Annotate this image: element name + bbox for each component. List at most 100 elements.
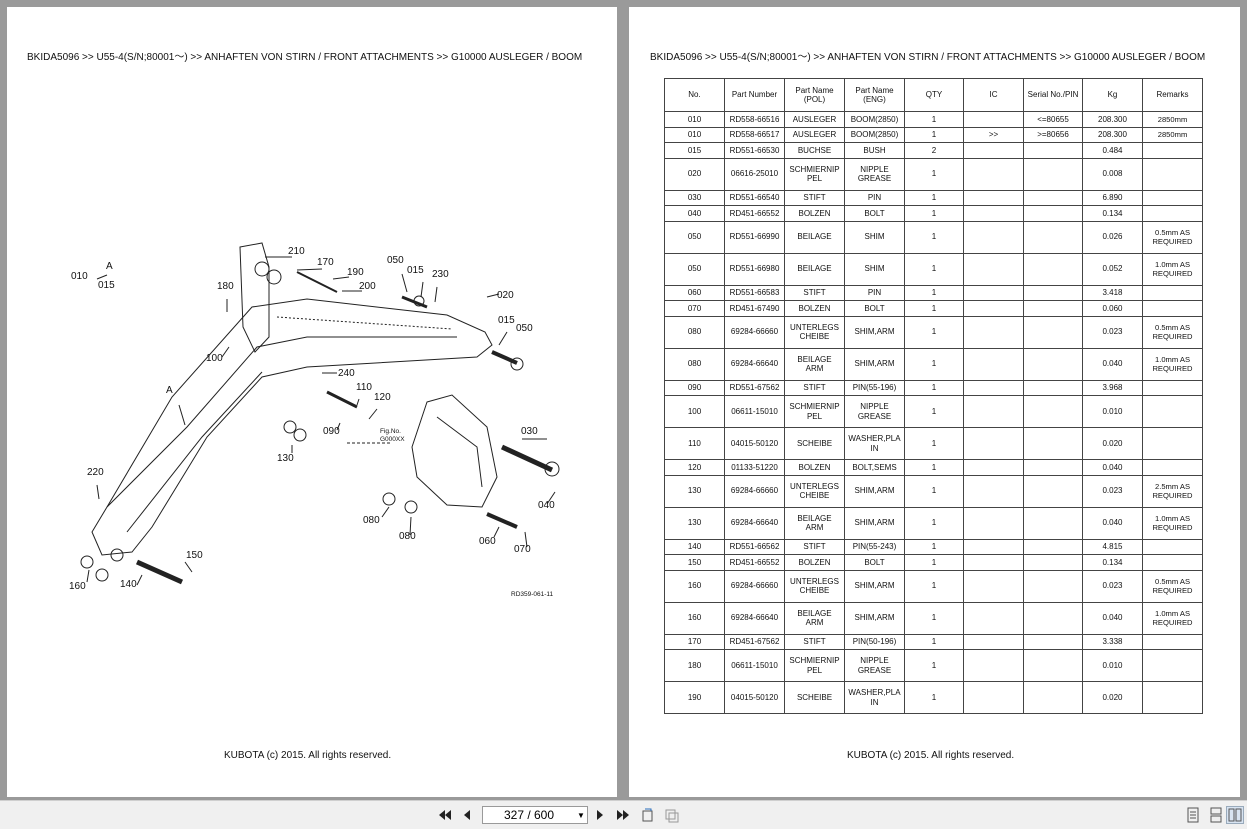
table-cell: SHIM <box>844 252 905 286</box>
table-cell: 1 <box>904 395 964 428</box>
callout-label: A <box>106 261 113 272</box>
two-page-view-button[interactable] <box>1208 806 1224 824</box>
table-cell <box>1142 633 1203 650</box>
table-cell: 1 <box>904 427 964 460</box>
table-cell: 1 <box>904 538 964 555</box>
table-cell: 208.300 <box>1082 126 1143 143</box>
table-cell: 04015-50120 <box>724 427 785 460</box>
next-page-button[interactable] <box>594 806 606 824</box>
table-cell <box>1142 395 1203 428</box>
figure-reference: Fig.No. <box>380 428 401 435</box>
table-cell: 0.040 <box>1082 347 1143 381</box>
table-cell: 0.010 <box>1082 649 1143 682</box>
prev-page-icon <box>464 810 470 820</box>
table-cell <box>963 554 1024 571</box>
table-cell <box>1023 157 1083 191</box>
table-cell: PIN(55-196) <box>844 379 905 396</box>
table-cell <box>963 427 1024 460</box>
table-cell: 0.040 <box>1082 459 1143 476</box>
last-page-button[interactable] <box>614 806 632 824</box>
callout-label: 020 <box>497 290 514 301</box>
table-cell: 010 <box>664 126 725 143</box>
fit-page-icon <box>665 809 679 823</box>
page-number-select[interactable]: 327 / 600 ▼ <box>482 806 588 824</box>
table-cell: 0.040 <box>1082 601 1143 635</box>
table-cell: 2850mm <box>1142 111 1203 128</box>
table-cell: PIN <box>844 189 905 206</box>
table-cell: 190 <box>664 681 725 714</box>
table-cell: 1 <box>904 681 964 714</box>
table-cell <box>1142 649 1203 682</box>
table-cell: 030 <box>664 189 725 206</box>
table-cell <box>1023 649 1083 682</box>
table-cell: SCHEIBE <box>784 681 845 714</box>
table-cell: 070 <box>664 300 725 317</box>
table-cell: 1 <box>904 459 964 476</box>
table-cell: 06611-15010 <box>724 395 785 428</box>
table-cell: 6.890 <box>1082 189 1143 206</box>
single-page-view-button[interactable] <box>1185 806 1201 824</box>
callout-label: 220 <box>87 467 104 478</box>
table-cell <box>1142 205 1203 222</box>
table-cell <box>1023 379 1083 396</box>
table-cell: AUSLEGER <box>784 111 845 128</box>
table-cell <box>1142 284 1203 301</box>
callout-label: 090 <box>323 426 340 437</box>
table-cell <box>1023 205 1083 222</box>
left-breadcrumb: BKIDA5096 >> U55-4(S/N;80001〜) >> ANHAFT… <box>27 52 583 63</box>
first-page-button[interactable] <box>436 806 454 824</box>
callout-label: 170 <box>317 257 334 268</box>
callout-label: 190 <box>347 267 364 278</box>
callout-label: 130 <box>277 453 294 464</box>
next-page-icon <box>597 810 603 820</box>
callout-label: 070 <box>514 544 531 555</box>
table-cell: SHIM,ARM <box>844 347 905 381</box>
table-cell: BOLZEN <box>784 205 845 222</box>
table-cell: 69284-66640 <box>724 506 785 540</box>
table-cell: 0.052 <box>1082 252 1143 286</box>
fit-page-button[interactable] <box>662 806 682 824</box>
table-cell: STIFT <box>784 284 845 301</box>
callout-label: 210 <box>288 246 305 257</box>
table-cell: 015 <box>664 142 725 159</box>
table-cell <box>963 633 1024 650</box>
table-cell: 010 <box>664 111 725 128</box>
prev-page-button[interactable] <box>460 806 474 824</box>
table-cell: STIFT <box>784 379 845 396</box>
table-cell: 1 <box>904 220 964 254</box>
table-cell: 0.060 <box>1082 300 1143 317</box>
table-cell: 69284-66640 <box>724 601 785 635</box>
callout-label: 015 <box>98 280 115 291</box>
table-cell: STIFT <box>784 189 845 206</box>
right-footer: KUBOTA (c) 2015. All rights reserved. <box>847 750 1015 761</box>
table-cell <box>1142 427 1203 460</box>
rotate-button[interactable] <box>638 806 658 824</box>
table-cell: 1 <box>904 347 964 381</box>
table-cell: 3.338 <box>1082 633 1143 650</box>
table-cell: 1 <box>904 379 964 396</box>
table-cell: 170 <box>664 633 725 650</box>
table-cell: RD451-67490 <box>724 300 785 317</box>
callout-label: 015 <box>498 315 515 326</box>
table-cell: RD451-66552 <box>724 554 785 571</box>
column-header: Part Number <box>724 78 785 112</box>
table-cell: 0.020 <box>1082 681 1143 714</box>
table-cell: BOOM(2850) <box>844 126 905 143</box>
table-cell: 1 <box>904 252 964 286</box>
table-cell <box>1023 554 1083 571</box>
table-cell: 0.008 <box>1082 157 1143 191</box>
table-cell <box>1023 189 1083 206</box>
facing-view-button[interactable] <box>1226 806 1244 824</box>
table-cell: >=80656 <box>1023 126 1083 143</box>
table-cell: 1 <box>904 126 964 143</box>
table-cell: 110 <box>664 427 725 460</box>
